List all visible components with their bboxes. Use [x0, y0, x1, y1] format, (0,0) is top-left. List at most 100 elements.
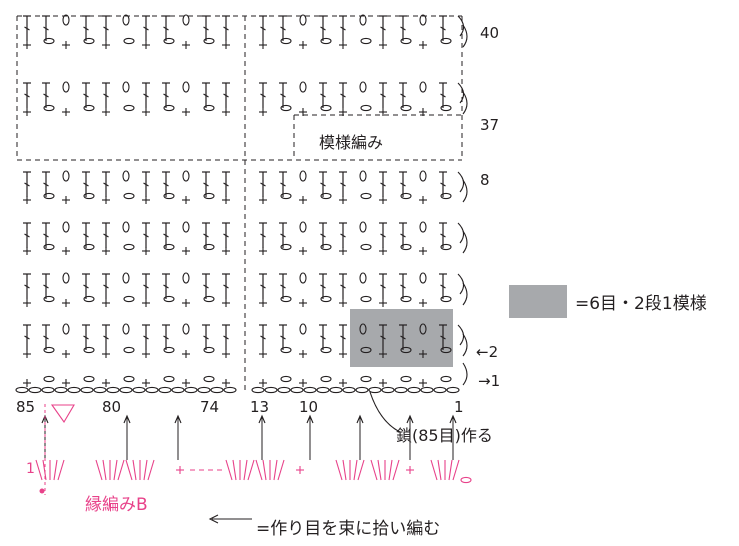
chain-loop — [400, 37, 412, 45]
chain-loop-v — [359, 323, 367, 335]
chain-loop — [320, 375, 332, 383]
double-crochet-bar — [380, 182, 386, 187]
double-crochet-bar — [280, 233, 286, 238]
stitch-symbols — [15, 14, 468, 433]
chain-loop — [123, 295, 135, 303]
pickup-arrowhead — [406, 414, 414, 424]
stitch-number-74: 74 — [200, 398, 220, 416]
double-crochet-bar — [24, 284, 30, 289]
edging-stitch — [262, 459, 267, 481]
chain-loop — [43, 346, 55, 354]
chain-loop — [163, 104, 175, 112]
edging-stitch — [225, 459, 233, 481]
chain-loop-v — [299, 272, 307, 284]
double-crochet-bar — [163, 335, 169, 340]
chain-loop — [203, 346, 215, 354]
foundation-chain — [223, 386, 237, 394]
chain-loop-v — [182, 272, 190, 284]
chain-loop — [123, 192, 135, 200]
double-crochet-bar — [320, 26, 326, 31]
double-crochet-bar — [440, 284, 446, 289]
foundation-chain — [80, 386, 94, 394]
double-crochet-bar — [83, 182, 89, 187]
chain-loop — [203, 375, 215, 383]
double-crochet-bar — [103, 182, 109, 187]
chain-loop-v — [299, 323, 307, 335]
chain-loop-v — [122, 272, 130, 284]
chain-loop-v — [359, 14, 367, 26]
chain-loop — [360, 37, 372, 45]
double-crochet-bar — [340, 93, 346, 98]
turning-chain — [462, 362, 468, 386]
double-crochet-bar — [83, 93, 89, 98]
chain-loop-v — [299, 170, 307, 182]
chain-loop — [320, 192, 332, 200]
double-crochet-bar — [440, 233, 446, 238]
chain-loop — [280, 375, 292, 383]
stitch-number-13: 13 — [250, 398, 270, 416]
row-label-2: ←2 — [476, 343, 499, 361]
double-crochet-bar — [380, 233, 386, 238]
double-crochet-bar — [163, 93, 169, 98]
foundation-chain — [93, 386, 107, 394]
foundation-chain — [15, 386, 29, 394]
legend-text: =6目・2段1模様 — [575, 294, 707, 314]
double-crochet-bar — [280, 284, 286, 289]
double-crochet-bar — [440, 182, 446, 187]
edging-stitch — [102, 459, 107, 481]
double-crochet-bar — [223, 335, 229, 340]
double-crochet-bar — [320, 335, 326, 340]
turning-chain — [462, 91, 468, 115]
double-crochet-bar — [43, 335, 49, 340]
pickup-arrows — [41, 404, 457, 524]
double-crochet-bar — [103, 335, 109, 340]
chain-loop — [83, 346, 95, 354]
edging-stitch — [143, 459, 148, 481]
chain-loop — [320, 104, 332, 112]
chain-loop-v — [62, 272, 70, 284]
double-crochet-bar — [400, 26, 406, 31]
edging-end-chain — [460, 476, 472, 484]
double-crochet-bar — [43, 284, 49, 289]
edging-stitch — [53, 459, 58, 481]
double-crochet-bar — [103, 233, 109, 238]
double-crochet-bar — [203, 335, 209, 340]
chain-loop — [440, 243, 452, 251]
edging-stitch — [117, 459, 125, 481]
chain-loop — [123, 104, 135, 112]
double-crochet-bar — [143, 26, 149, 31]
turning-chain — [457, 324, 465, 346]
turning-chain — [457, 222, 465, 244]
chain-loop — [400, 243, 412, 251]
chain-loop — [360, 192, 372, 200]
foundation-chain — [329, 386, 343, 394]
chain-loop — [280, 346, 292, 354]
double-crochet-bar — [400, 233, 406, 238]
edging-stitch — [132, 459, 137, 481]
double-crochet-bar — [260, 182, 266, 187]
chain-loop — [400, 295, 412, 303]
chain-loop — [280, 104, 292, 112]
double-crochet-bar — [143, 284, 149, 289]
double-crochet-bar — [260, 233, 266, 238]
chain-loop-v — [299, 221, 307, 233]
pattern-title: 模様編み — [319, 133, 384, 152]
chain-loop — [83, 243, 95, 251]
edging-stitch — [113, 459, 118, 481]
chain-loop — [203, 295, 215, 303]
turning-chain — [457, 15, 465, 37]
row-label-1: →1 — [478, 372, 501, 390]
edging-symbols — [35, 459, 472, 494]
chain-loop — [280, 192, 292, 200]
legend: =6目・2段1模様 — [509, 285, 707, 318]
chain-loop — [360, 295, 372, 303]
repeat-highlight — [350, 309, 453, 367]
double-crochet-bar — [43, 182, 49, 187]
double-crochet-bar — [43, 93, 49, 98]
chain-loop-v — [299, 81, 307, 93]
double-crochet-bar — [320, 182, 326, 187]
chain-loop — [123, 375, 135, 383]
edging-stitch — [437, 459, 442, 481]
double-crochet-bar — [340, 335, 346, 340]
gap-frame — [16, 15, 463, 390]
